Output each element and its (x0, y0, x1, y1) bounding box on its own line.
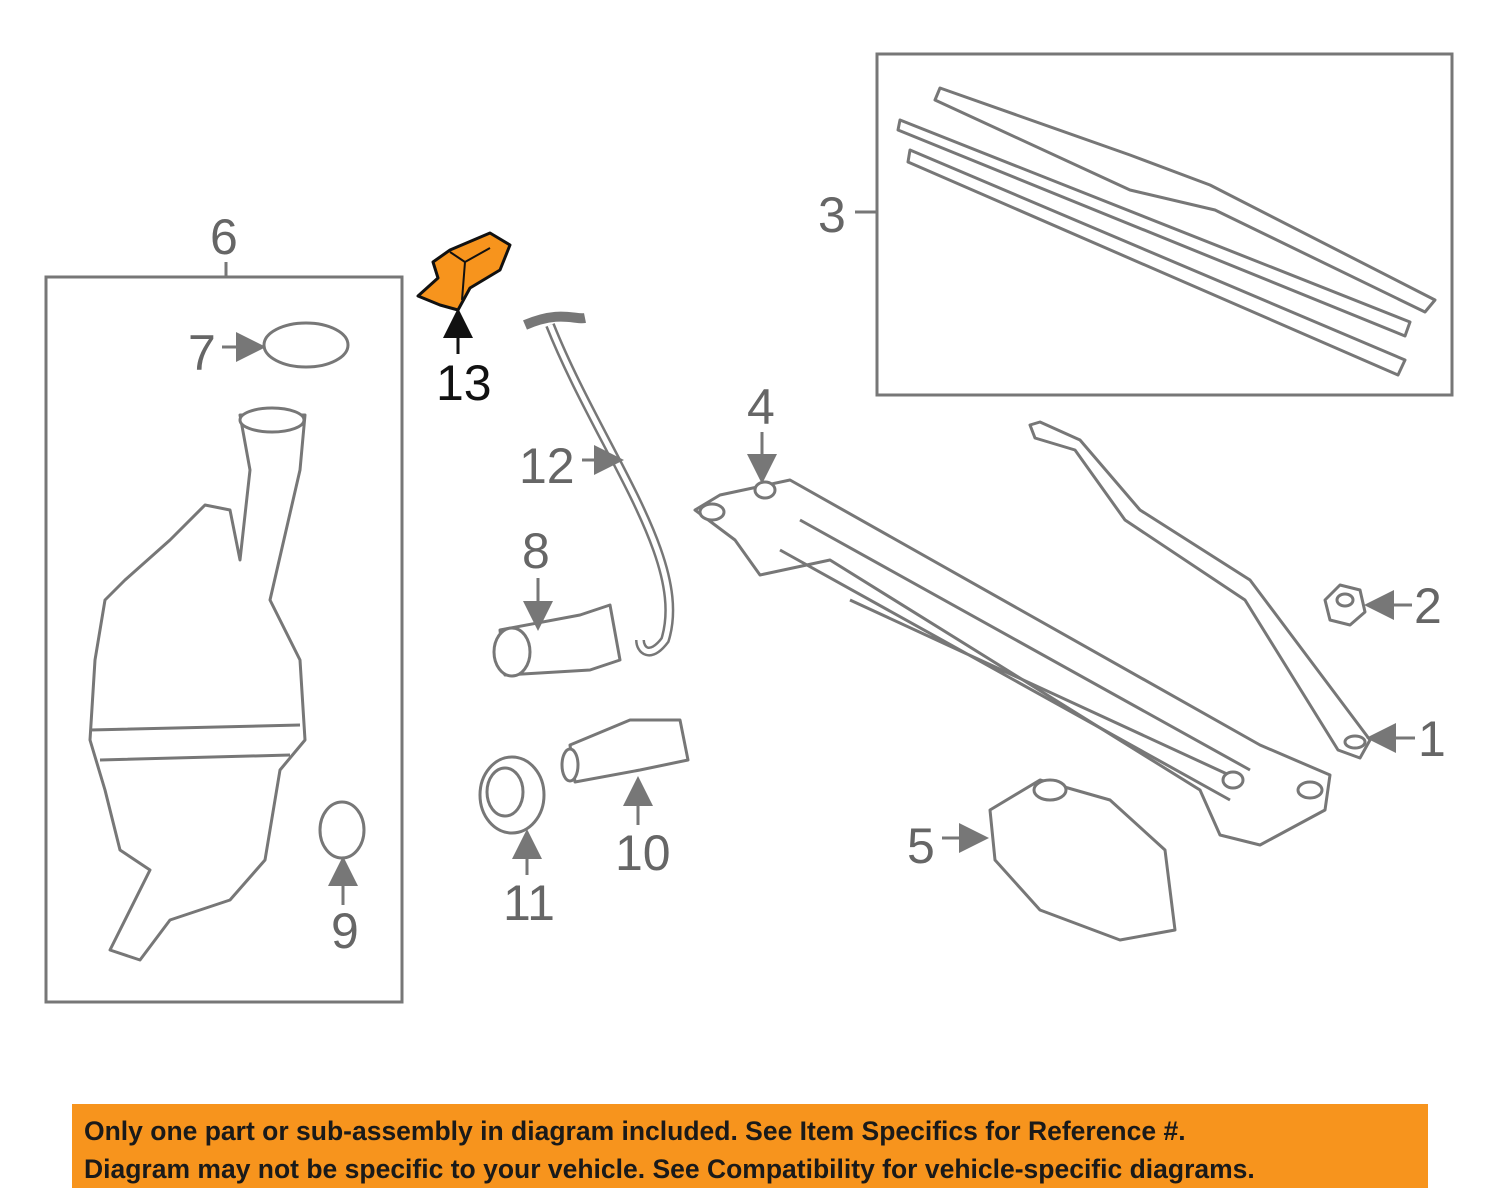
callout-4: 4 (747, 379, 775, 435)
callout-10: 10 (615, 825, 671, 881)
callout-5: 5 (907, 818, 935, 874)
callout-11: 11 (503, 875, 555, 931)
arm-nut-part[interactable] (1323, 583, 1367, 627)
callout-9: 9 (331, 903, 359, 959)
washer-nozzle-part-highlighted[interactable] (416, 231, 512, 312)
disclaimer-banner: Only one part or sub-assembly in diagram… (72, 1104, 1428, 1188)
callout-7: 7 (188, 325, 216, 381)
washer-reservoir-part[interactable] (88, 406, 307, 962)
washer-motor-part[interactable] (560, 718, 690, 784)
disclaimer-line-2: Diagram may not be specific to your vehi… (84, 1154, 1255, 1184)
grommet-part[interactable] (318, 800, 366, 860)
callout-6: 6 (210, 209, 238, 265)
callout-12: 12 (519, 438, 575, 494)
washer-pump-part[interactable] (492, 603, 622, 678)
disclaimer-line-1: Only one part or sub-assembly in diagram… (84, 1116, 1186, 1146)
callout-2: 2 (1414, 578, 1442, 634)
wiper-blade-part[interactable] (896, 86, 1437, 377)
reservoir-cap-part[interactable] (262, 321, 350, 369)
pump-seal-part[interactable] (478, 755, 546, 835)
callout-13: 13 (436, 355, 492, 411)
callout-3: 3 (818, 187, 846, 243)
wiper-blade-box (875, 52, 1454, 397)
wiper-motor-part[interactable] (988, 778, 1177, 942)
callout-8: 8 (522, 523, 550, 579)
wiper-arm-part[interactable] (1028, 420, 1372, 760)
reservoir-group-box (44, 275, 404, 1004)
wiper-linkage-part[interactable] (693, 478, 1332, 847)
callout-1: 1 (1418, 711, 1446, 767)
